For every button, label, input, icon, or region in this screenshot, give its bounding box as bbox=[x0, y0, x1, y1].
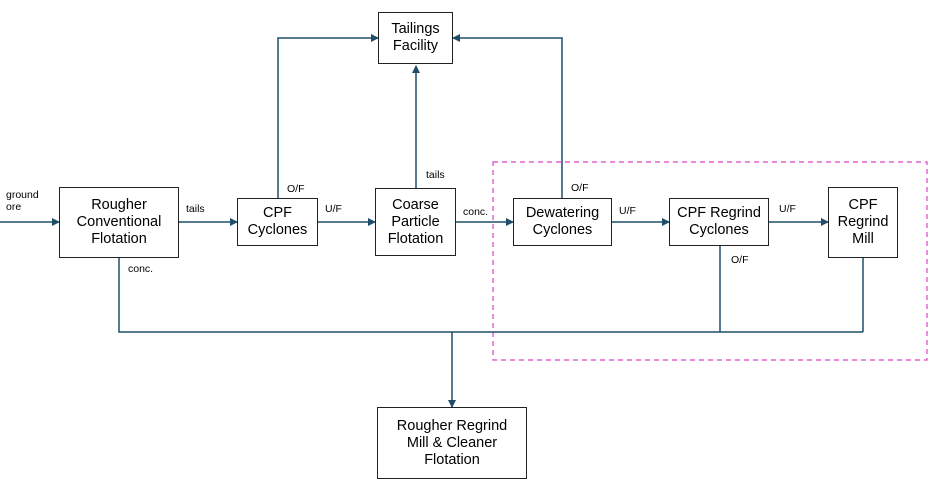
cpf-cyclones-of-arrow bbox=[277, 34, 379, 198]
tailings-facility-box: Tailings Facility bbox=[378, 12, 453, 64]
cpf-tails-label: tails bbox=[426, 169, 445, 181]
cpf-cyclones-box: CPF Cyclones bbox=[237, 198, 318, 246]
cpf-cyclones-of-label: O/F bbox=[287, 183, 305, 195]
regrind-cyclones-uf-label: U/F bbox=[779, 203, 796, 215]
dewatering-uf-label: U/F bbox=[619, 205, 636, 217]
highlight-region bbox=[492, 161, 928, 361]
coarse-particle-flotation-box: Coarse Particle Flotation bbox=[375, 188, 456, 256]
cpf-cyclones-uf-label: U/F bbox=[325, 203, 342, 215]
dewatering-of-label: O/F bbox=[571, 182, 589, 194]
cpf-regrind-cyclones-box: CPF Regrind Cyclones bbox=[669, 198, 769, 246]
cpf-regrind-mill-box: CPF Regrind Mill bbox=[828, 187, 898, 258]
regrind-cyclones-of-label: O/F bbox=[731, 254, 749, 266]
dewatering-cyclones-box: Dewatering Cyclones bbox=[513, 198, 612, 246]
ground-ore-label: ground ore bbox=[6, 189, 39, 213]
dewatering-of-arrow bbox=[452, 34, 563, 198]
rougher-conc-line bbox=[118, 258, 863, 333]
rougher-conc-label: conc. bbox=[128, 263, 154, 275]
rougher-conventional-flotation-box: Rougher Conventional Flotation bbox=[59, 187, 179, 258]
cpf-conc-label: conc. bbox=[463, 206, 489, 218]
rougher-tails-label: tails bbox=[186, 203, 205, 215]
rougher-regrind-mill-cleaner-box: Rougher Regrind Mill & Cleaner Flotation bbox=[377, 407, 527, 479]
